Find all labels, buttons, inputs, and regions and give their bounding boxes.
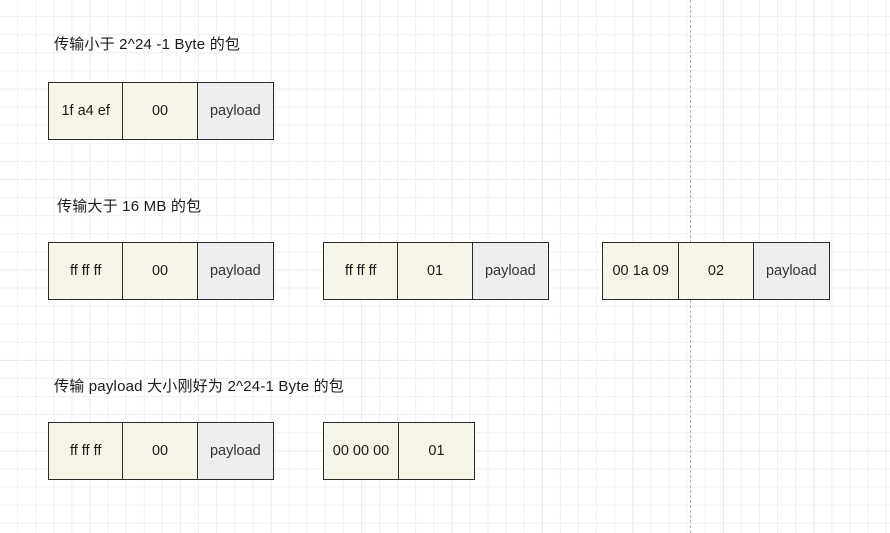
packet-length-cell: ff ff ff bbox=[324, 243, 399, 299]
packet-length-cell: 00 1a 09 bbox=[603, 243, 680, 299]
packet-diagram: 00 00 00 01 bbox=[323, 422, 475, 480]
packet-length-cell: ff ff ff bbox=[49, 243, 124, 299]
packet-payload-cell: payload bbox=[753, 243, 829, 299]
packet-diagram: ff ff ff 00 payload bbox=[48, 422, 274, 480]
packet-diagram: 00 1a 09 02 payload bbox=[602, 242, 830, 300]
packet-length-cell: 00 00 00 bbox=[324, 423, 399, 479]
section-heading-small-packet: 传输小于 2^24 -1 Byte 的包 bbox=[54, 36, 241, 53]
section-heading-exact-packet: 传输 payload 大小刚好为 2^24-1 Byte 的包 bbox=[54, 378, 344, 395]
packet-length-cell: 1f a4 ef bbox=[49, 83, 124, 139]
packet-payload-cell: payload bbox=[197, 83, 274, 139]
packet-payload-cell: payload bbox=[197, 423, 274, 479]
packet-length-cell: ff ff ff bbox=[49, 423, 124, 479]
packet-sequence-cell: 00 bbox=[123, 423, 198, 479]
packet-diagram: 1f a4 ef 00 payload bbox=[48, 82, 274, 140]
section-heading-large-packet: 传输大于 16 MB 的包 bbox=[57, 198, 202, 215]
packet-sequence-cell: 01 bbox=[399, 423, 474, 479]
packet-payload-cell: payload bbox=[197, 243, 274, 299]
packet-sequence-cell: 00 bbox=[123, 83, 198, 139]
packet-payload-cell: payload bbox=[472, 243, 549, 299]
packet-diagram: ff ff ff 01 payload bbox=[323, 242, 549, 300]
packet-sequence-cell: 02 bbox=[679, 243, 754, 299]
packet-sequence-cell: 01 bbox=[398, 243, 473, 299]
packet-diagram: ff ff ff 00 payload bbox=[48, 242, 274, 300]
packet-sequence-cell: 00 bbox=[123, 243, 198, 299]
